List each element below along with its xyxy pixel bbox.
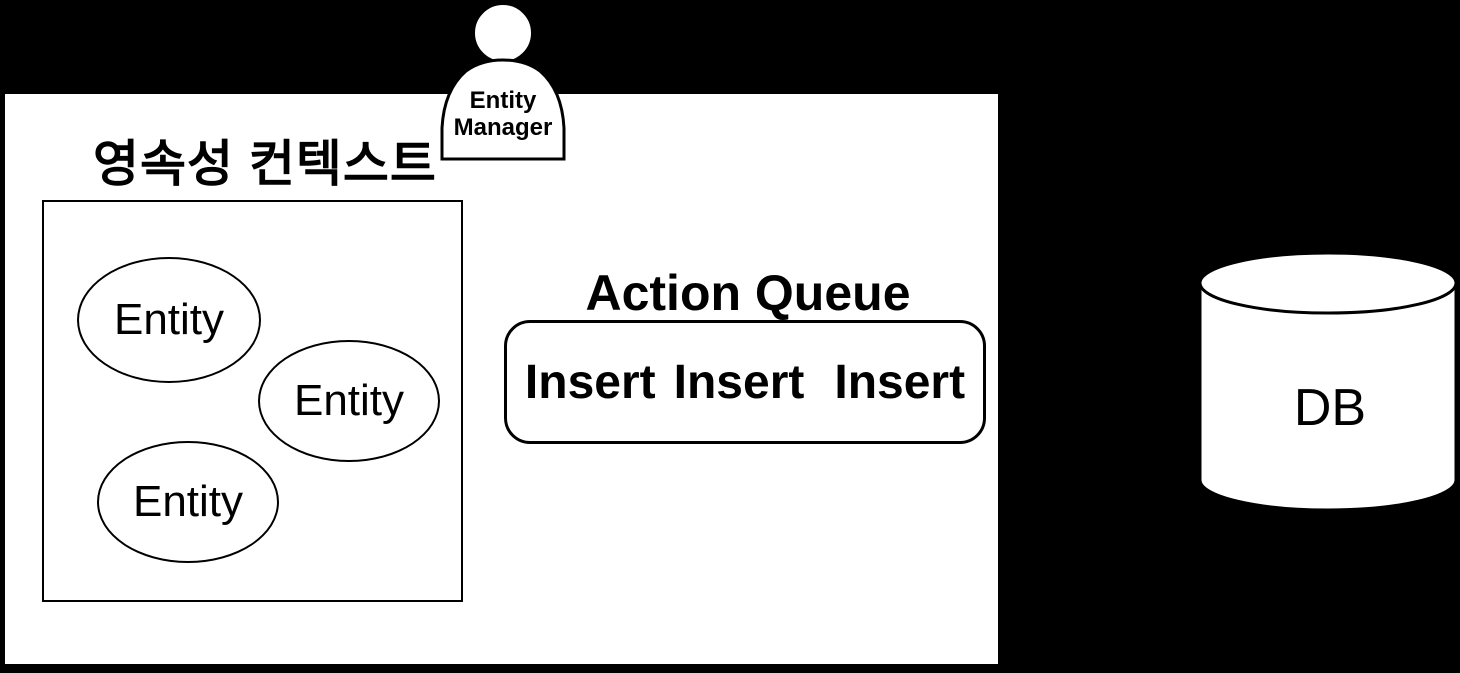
db-cylinder-top — [1198, 251, 1458, 315]
action-queue-title: Action Queue — [585, 265, 911, 321]
person-head-icon — [473, 3, 533, 63]
db-label: DB — [1294, 379, 1366, 437]
entity-label-1: Entity — [113, 295, 225, 344]
action-queue-box: Insert Insert Insert — [504, 320, 986, 444]
queue-item-insert-2: Insert — [673, 355, 805, 409]
queue-item-insert-1: Insert — [524, 355, 656, 409]
entity-label-3: Entity — [132, 477, 244, 526]
entity-label-2: Entity — [293, 376, 405, 425]
db-cylinder-body — [1198, 281, 1458, 512]
queue-item-insert-3: Insert — [834, 355, 966, 409]
entity-manager-figure: Entity Manager — [440, 3, 566, 161]
persistence-context-panel: 영속성 컨텍스트 Entity Entity Entity Action Que… — [3, 92, 1000, 666]
persistence-context-title: 영속성 컨텍스트 — [93, 136, 437, 192]
db-cylinder: DB — [1198, 251, 1458, 512]
entity-container-box: Entity Entity Entity — [42, 200, 463, 602]
entity-ellipse-1: Entity — [77, 257, 261, 383]
person-body-icon — [440, 58, 566, 161]
entity-ellipse-2: Entity — [258, 340, 440, 462]
entity-manager-label-line1: Entity — [470, 87, 537, 114]
entity-manager-label-line2: Manager — [454, 114, 553, 141]
entity-ellipse-3: Entity — [97, 441, 279, 563]
